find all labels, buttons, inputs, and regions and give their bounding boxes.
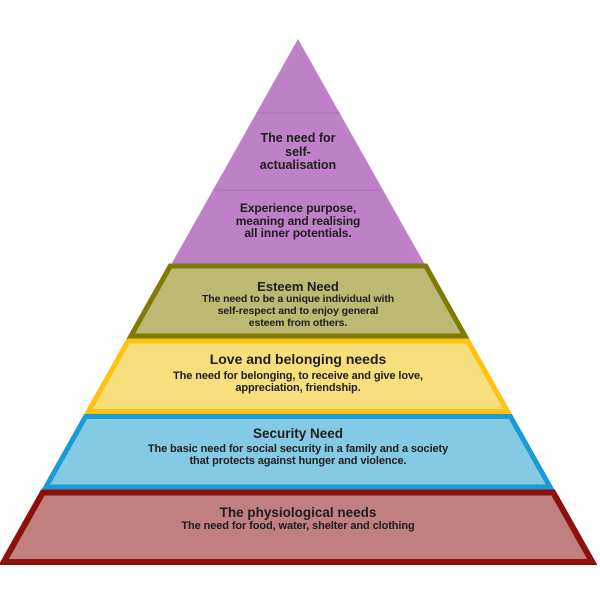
esteem-shape (126, 263, 470, 339)
security-shape (41, 414, 555, 490)
physiological-shape (0, 489, 598, 565)
love-belonging-shape (84, 338, 512, 414)
self-actualisation-shape (171, 39, 425, 264)
